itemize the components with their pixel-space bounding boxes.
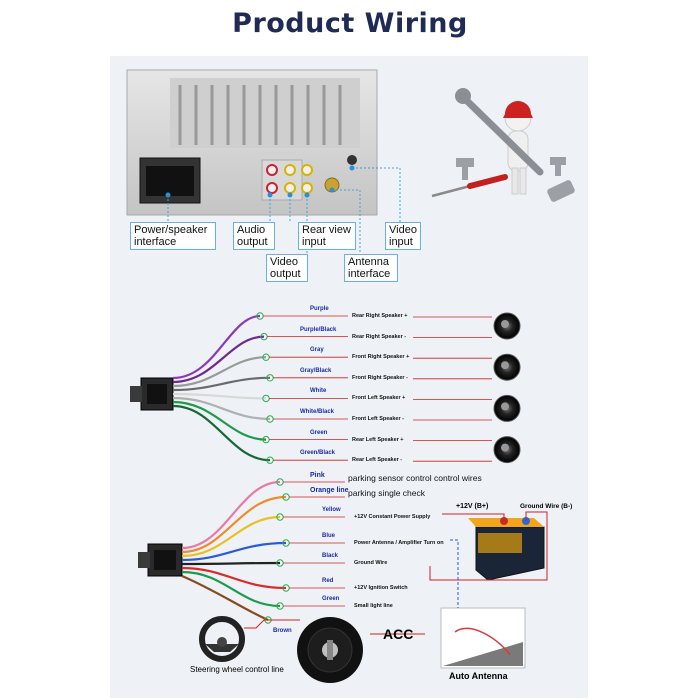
power-wire-brown xyxy=(181,574,269,622)
power-wire-color-label: Green xyxy=(322,596,340,602)
power-wire-red xyxy=(181,566,287,590)
speaker-wire-color-label: Purple/Black xyxy=(300,326,337,333)
audio-output-label: Audio output xyxy=(233,222,275,250)
power-wire-color-label: Pink xyxy=(310,472,325,479)
top-leader-dots xyxy=(165,165,355,198)
speaker-wire-function-label: Rear Right Speaker - xyxy=(352,333,407,340)
power-wire-function-label: Power Antenna / Amplifier Turn on xyxy=(354,540,444,546)
power-wire-function-label: parking sensor control control wires xyxy=(348,473,482,483)
speaker-wire-gray-black xyxy=(172,376,271,392)
power-wire-yellow xyxy=(181,515,281,558)
power-wire-color-label: Orange line xyxy=(310,487,349,494)
speaker-wire-function-label: Rear Right Speaker + xyxy=(352,313,408,319)
speaker-wire-color-label: Gray xyxy=(310,347,324,354)
page-title: Product Wiring xyxy=(232,8,468,39)
speaker-wire-function-label: Front Right Speaker + xyxy=(352,354,410,361)
speaker-connector xyxy=(130,377,174,411)
battery-leads xyxy=(429,511,548,581)
speaker-cone xyxy=(501,402,509,411)
power-wire-orange-line xyxy=(181,495,287,554)
ignition-switch xyxy=(297,617,363,683)
power-wire-lines xyxy=(181,478,345,624)
speaker-cone xyxy=(501,361,509,370)
power-wire-black xyxy=(181,561,281,566)
power-wire-color-label: Red xyxy=(322,578,334,584)
power-speaker-interface-label: Power/speaker interface xyxy=(130,222,216,250)
power-wire-function-label: parking single check xyxy=(348,488,426,498)
steering-wheel xyxy=(199,616,245,662)
steering-lead xyxy=(244,619,300,629)
video-input-label: Video input xyxy=(385,222,421,250)
antenna-interface-label: Antenna interface xyxy=(344,254,398,282)
power-wire-color-label: Blue xyxy=(322,533,336,539)
auto-antenna-label: Auto Antenna xyxy=(449,671,508,681)
power-wire-color-label: Black xyxy=(322,553,339,559)
speaker-cone xyxy=(501,443,509,452)
speaker-wire-function-label: Front Left Speaker + xyxy=(352,395,406,402)
battery-ground-label: Ground Wire (B-) xyxy=(520,503,573,510)
speaker-wire-function-label: Front Right Speaker - xyxy=(352,374,408,381)
video-output-label: Video output xyxy=(266,254,308,282)
speaker-wire-green-black xyxy=(172,404,271,462)
power-wire-color-label: Brown xyxy=(273,628,292,634)
speaker-wire-purple-black xyxy=(172,335,265,384)
speaker-wire-color-label: Green/Black xyxy=(300,450,336,457)
power-wire-color-label: Yellow xyxy=(322,507,341,513)
speaker-icons xyxy=(493,312,521,464)
auto-antenna-image xyxy=(440,607,526,669)
rear-view-input-label: Rear view input xyxy=(298,222,356,250)
speaker-wire-color-label: Purple xyxy=(310,306,329,312)
speaker-wire-gray xyxy=(172,356,267,388)
power-connector xyxy=(138,543,183,577)
mascot-illustration xyxy=(431,88,575,202)
speaker-wire-color-label: White xyxy=(310,388,327,395)
speaker-cone xyxy=(501,320,509,328)
power-wire-function-label: +12V Ignition Switch xyxy=(354,585,408,591)
power-wire-green xyxy=(181,570,281,608)
speaker-wire-purple xyxy=(172,314,261,380)
speaker-wire-color-label: Gray/Black xyxy=(300,367,332,374)
speaker-wire-lines xyxy=(172,312,492,464)
speaker-wire-color-label: White/Black xyxy=(300,409,335,415)
head-unit xyxy=(126,69,378,216)
speaker-wire-function-label: Front Left Speaker - xyxy=(352,416,404,422)
power-wire-function-label: Small light line xyxy=(354,603,393,609)
speaker-wire-function-label: Rear Left Speaker - xyxy=(352,457,403,464)
speaker-wire-function-label: Rear Left Speaker + xyxy=(352,436,404,443)
antenna-lead xyxy=(450,539,459,608)
speaker-wire-white xyxy=(172,392,267,400)
power-wire-blue xyxy=(181,541,287,562)
power-wire-function-label: Ground Wire xyxy=(354,560,388,566)
speaker-wire-color-label: Green xyxy=(310,429,328,436)
acc-label: ACC xyxy=(383,626,414,642)
power-wire-pink xyxy=(181,480,281,550)
speaker-wire-white-black xyxy=(172,396,271,421)
speaker-wire-green xyxy=(172,400,267,441)
battery-positive-label: +12V (B+) xyxy=(456,503,489,510)
power-wire-function-label: +12V Constant Power Supply xyxy=(354,514,431,520)
battery xyxy=(468,517,545,581)
steering-wheel-label: Steering wheel control line xyxy=(190,665,284,674)
